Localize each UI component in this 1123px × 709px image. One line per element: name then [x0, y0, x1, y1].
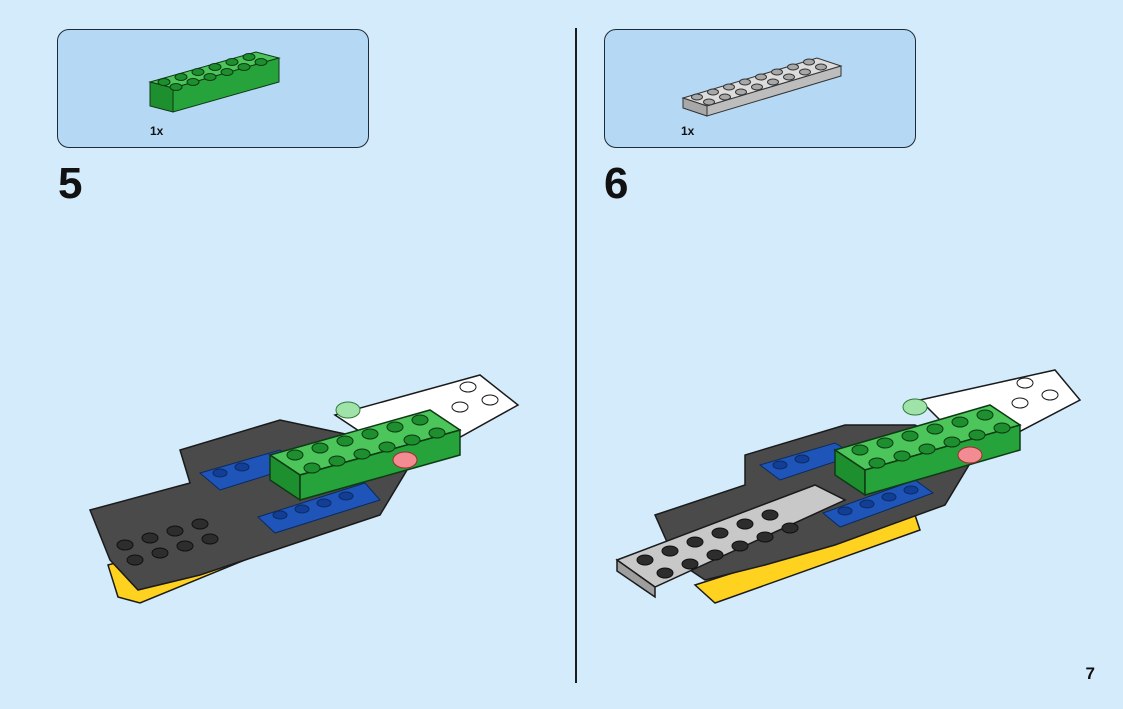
step-5-assembly-illustration — [80, 355, 540, 615]
green-brick-2x6-icon — [58, 30, 370, 149]
step-6-panel: 1x 6 — [577, 0, 1123, 709]
page-number: 7 — [1086, 664, 1095, 684]
part-quantity: 1x — [681, 124, 694, 138]
part-quantity: 1x — [150, 124, 163, 138]
step-number: 5 — [58, 162, 82, 206]
parts-callout: 1x — [604, 29, 916, 148]
step-number: 6 — [604, 162, 628, 206]
step-5-panel: 1x 5 — [0, 0, 575, 709]
parts-callout: 1x — [57, 29, 369, 148]
step-6-assembly-illustration — [615, 355, 1085, 615]
gray-plate-2x8-icon — [605, 30, 917, 149]
